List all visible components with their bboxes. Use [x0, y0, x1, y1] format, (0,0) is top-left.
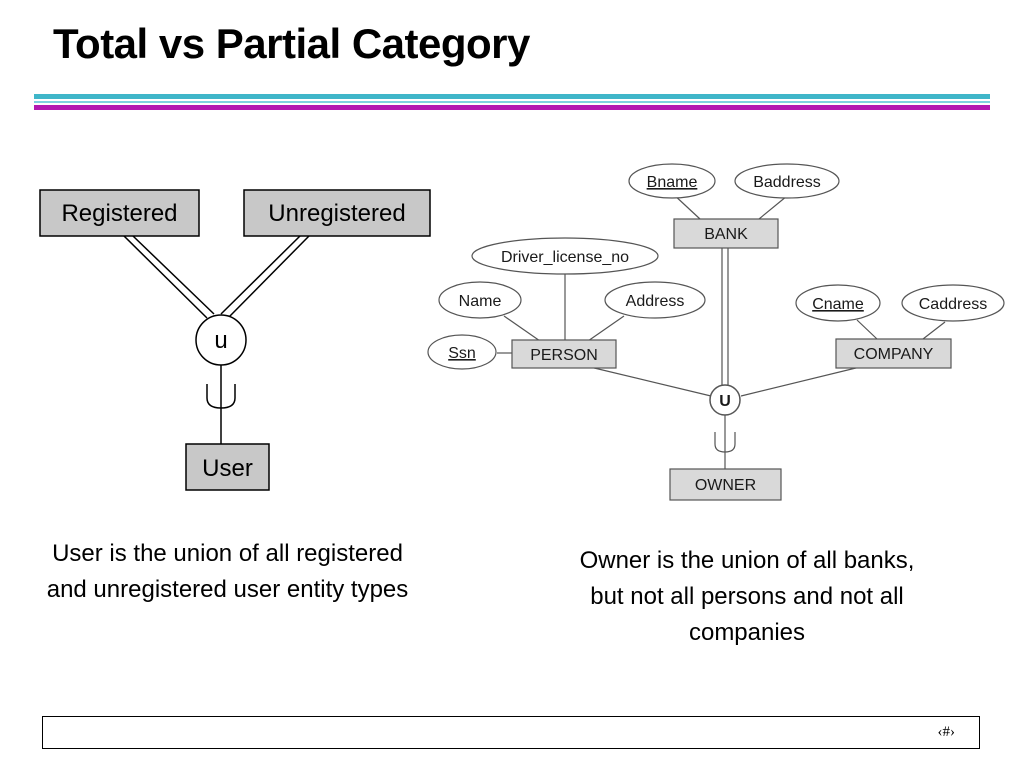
left-category-diagram: Registered Unregistered u User [39, 189, 431, 491]
attr-address-label: Address [626, 293, 685, 310]
attr-bname-label: Bname [647, 174, 698, 191]
attr-name-label: Name [459, 293, 502, 310]
entity-user-label: User [202, 455, 253, 482]
subset-icon [206, 384, 236, 409]
address-link [587, 315, 625, 342]
entity-registered [39, 189, 200, 237]
left-caption: User is the union of all registered and … [46, 540, 409, 603]
entity-company [835, 338, 952, 369]
title-rule-cyan [34, 94, 990, 99]
registered-link-2 [132, 235, 215, 315]
entity-registered-label: Registered [61, 200, 177, 227]
attr-ssn [427, 334, 497, 370]
unregistered-link-1 [220, 235, 301, 315]
entity-company-label: COMPANY [854, 346, 934, 363]
attr-baddress-label: Baddress [753, 174, 821, 191]
person-union-link [589, 366, 712, 397]
baddress-link [758, 195, 788, 220]
entity-user [185, 443, 270, 491]
attr-cname [795, 284, 881, 322]
entity-person-label: PERSON [530, 347, 598, 364]
right-caption: Owner is the union of all banks, but not… [579, 547, 915, 646]
owner-subset-icon [714, 432, 736, 453]
slide-title: Total vs Partial Category [53, 20, 530, 67]
attr-bname [628, 163, 716, 199]
entity-owner-label: OWNER [695, 477, 756, 494]
attr-name [438, 281, 522, 319]
attr-caddress-label: Caddress [919, 296, 987, 313]
slide-footer: ‹#› [42, 716, 980, 749]
page-number: ‹#› [937, 724, 956, 740]
registered-link-1 [123, 235, 208, 319]
caddress-link [922, 321, 946, 340]
attr-caddress [901, 284, 1005, 322]
attr-address [604, 281, 706, 319]
name-link [503, 315, 541, 342]
attr-cname-label: Cname [812, 296, 864, 313]
owner-union-symbol: U [719, 393, 731, 410]
entity-bank [673, 218, 779, 249]
union-symbol: u [214, 327, 227, 354]
attr-ssn-label: Ssn [448, 345, 476, 362]
entity-unregistered-label: Unregistered [268, 200, 405, 227]
title-rule-cyan-thin [34, 101, 990, 103]
attr-driver-license-no [471, 237, 659, 275]
entity-unregistered [243, 189, 431, 237]
title-rule-magenta [34, 105, 990, 110]
entity-person [511, 339, 617, 369]
entity-owner [669, 468, 782, 501]
company-union-link [740, 366, 861, 397]
cname-link [856, 319, 878, 340]
unregistered-link-2 [227, 235, 310, 319]
owner-union-circle [709, 384, 741, 416]
attr-baddress [734, 163, 840, 199]
entity-bank-label: BANK [704, 226, 748, 243]
attr-driver-license-no-label: Driver_license_no [501, 249, 629, 266]
right-category-diagram: Bname Baddress BANK Driver_license_no Na… [427, 163, 1005, 501]
